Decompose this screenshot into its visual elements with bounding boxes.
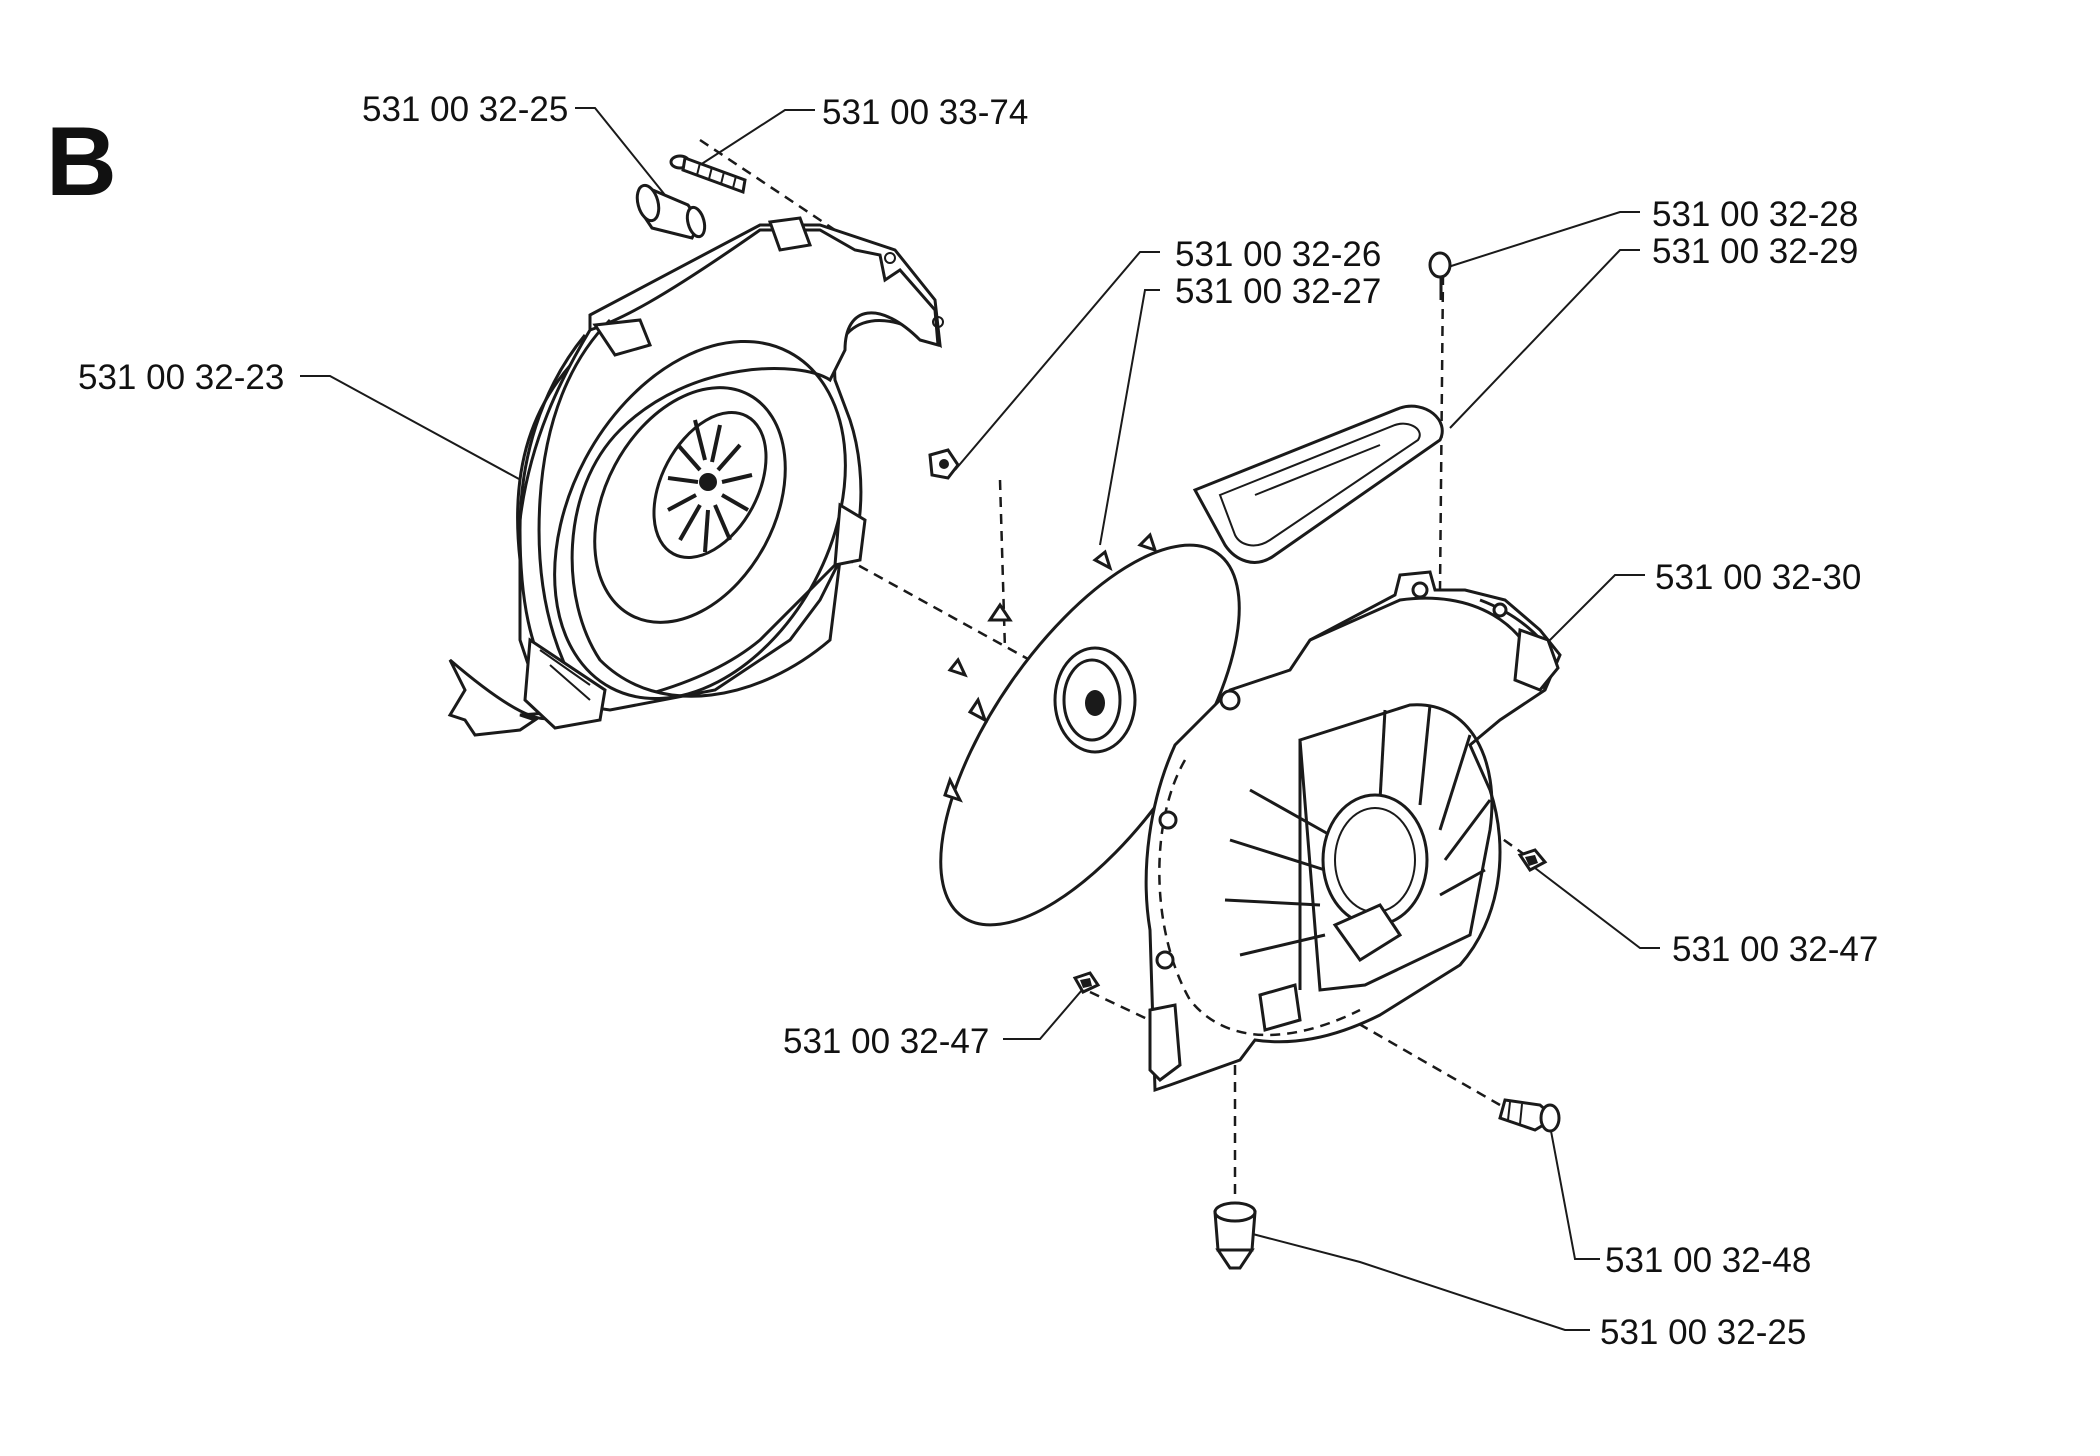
leader-line — [1544, 574, 1645, 646]
leader-line — [1444, 211, 1640, 269]
part-label: 531 00 32-47 — [1672, 930, 1879, 969]
part-label: 531 00 32-29 — [1652, 232, 1859, 271]
part-label: 531 00 32-26 — [1175, 235, 1382, 274]
right-fan-housing — [1144, 570, 1562, 1093]
leader-line — [1449, 249, 1640, 429]
leader-line — [1099, 289, 1160, 546]
clip-left — [1072, 971, 1101, 994]
part-label: 531 00 32-28 — [1652, 195, 1859, 234]
part-label: 531 00 32-48 — [1605, 1241, 1812, 1280]
gasket-plate — [1192, 404, 1444, 564]
part-label: 531 00 32-23 — [78, 358, 285, 397]
bushing-bottom — [1213, 1201, 1257, 1270]
part-label: 531 00 32-25 — [1600, 1313, 1807, 1352]
section-letter: B — [46, 106, 117, 216]
screw-top — [669, 154, 747, 195]
leader-line — [1003, 989, 1083, 1040]
spokes — [1224, 704, 1492, 957]
part-label: 531 00 32-25 — [362, 90, 569, 129]
nut-small — [928, 448, 960, 480]
leader-line — [1547, 1114, 1600, 1260]
clip-right — [1517, 848, 1548, 872]
leader-line — [1244, 1231, 1590, 1331]
leader-line — [1534, 867, 1660, 949]
grille-slots — [667, 419, 753, 553]
leader-line — [300, 375, 531, 486]
leader-line — [699, 109, 815, 166]
leader-line — [954, 251, 1160, 471]
left-fan-housing — [447, 216, 944, 737]
fan-impeller — [939, 532, 1241, 927]
part-label: 531 00 33-74 — [822, 93, 1029, 132]
part-label: 531 00 32-27 — [1175, 272, 1382, 311]
leader-lines — [300, 107, 1660, 1331]
screw-48 — [1498, 1098, 1561, 1133]
bushing-top — [635, 183, 707, 240]
screw-28 — [1428, 251, 1452, 300]
part-label: 531 00 32-47 — [783, 1022, 990, 1061]
leader-line — [575, 107, 666, 196]
part-label: 531 00 32-30 — [1655, 558, 1862, 597]
